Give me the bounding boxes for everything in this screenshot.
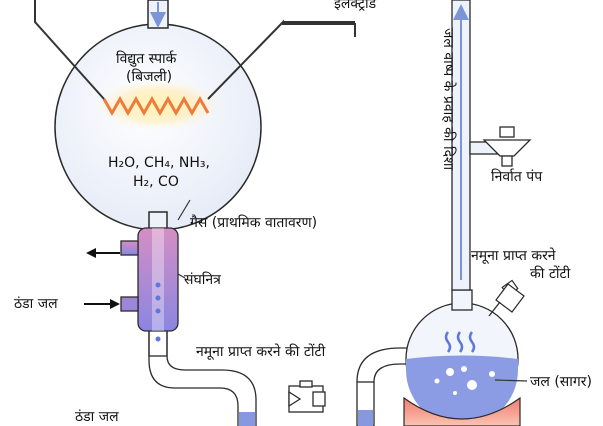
gas-label: गैस (प्राथमिक वातावरण) — [190, 214, 317, 231]
sample-tap-right-line1: नमूना प्राप्त करने — [471, 247, 556, 264]
steam-icon — [444, 331, 476, 353]
u-tube-bottom — [148, 331, 257, 426]
return-tube — [356, 347, 410, 426]
spark-chamber — [54, 0, 262, 237]
cold-water-in-label: ठंडा जल — [14, 296, 58, 312]
vacuum-pump-stopcock-icon — [482, 126, 532, 167]
spark-zigzag-icon — [102, 95, 210, 117]
condenser-label: संघनित्र — [184, 271, 221, 288]
stopcock-right-icon — [488, 279, 525, 317]
electrode-label: इलेक्ट्रोड — [334, 0, 377, 12]
labels: इलेक्ट्रोड विद्युत स्पार्क (बिजली) H₂O, … — [14, 0, 592, 425]
heater-icon — [403, 396, 521, 426]
water-ocean-label: जल (सागर) — [530, 374, 592, 390]
sample-tap-bottom-label: नमूना प्राप्त करने की टोंटी — [196, 343, 326, 360]
steam-direction-label: जल वाष्प के प्रवाह की दिशा — [440, 28, 457, 171]
boiling-flask — [405, 289, 519, 426]
vacuum-pump-label: निर्वात पंप — [491, 168, 543, 185]
cold-water-out-label: ठंडा जल — [75, 409, 119, 425]
spark-label-line2: (बिजली) — [126, 68, 172, 85]
electrode-wires — [34, 0, 356, 100]
condenser — [120, 227, 179, 357]
leader-lines — [177, 199, 528, 382]
sample-tap-right-line2: की टोंटी — [530, 265, 571, 282]
bubble-icon — [434, 366, 495, 395]
gases-line1: H₂O, CH₄, NH₃, — [108, 155, 210, 171]
spark-label-line1: विद्युत स्पार्क — [116, 50, 177, 67]
gases-line2: H₂, CO — [133, 174, 179, 190]
water-flow-arrows — [84, 248, 120, 309]
stopcock-icon — [288, 380, 326, 413]
vapor-tube — [451, 0, 532, 291]
